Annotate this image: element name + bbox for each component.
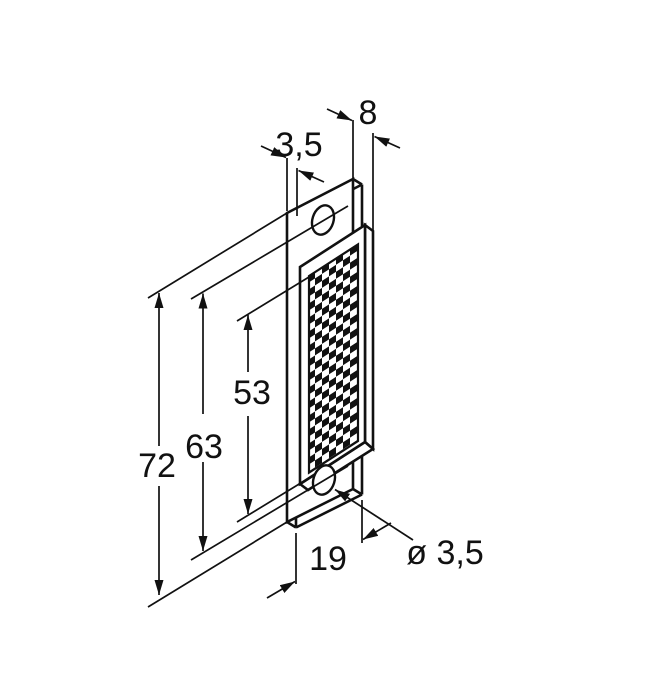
- dimension-depth: 8: [326, 94, 401, 230]
- dimension-reflective-height: 53: [233, 276, 310, 523]
- label-reflective-height: 53: [233, 374, 271, 412]
- callout-hole-diameter: ø 3,5: [334, 488, 484, 572]
- label-hole-spacing: 63: [185, 428, 223, 466]
- dimension-overall-height: 72: [138, 212, 288, 608]
- label-hole-diameter: ø 3,5: [406, 534, 483, 572]
- reflective-area: [307, 242, 360, 475]
- dimension-plate-width: 19: [266, 500, 392, 599]
- dimension-plate-thickness: 3,5: [260, 126, 325, 216]
- label-plate-thickness: 3,5: [275, 126, 322, 164]
- label-plate-width: 19: [309, 540, 347, 578]
- dimension-hole-spacing: 63: [185, 205, 349, 561]
- label-overall-height: 72: [138, 447, 176, 485]
- reflector-bezel: [297, 222, 376, 492]
- label-assembly-depth: 8: [359, 94, 378, 132]
